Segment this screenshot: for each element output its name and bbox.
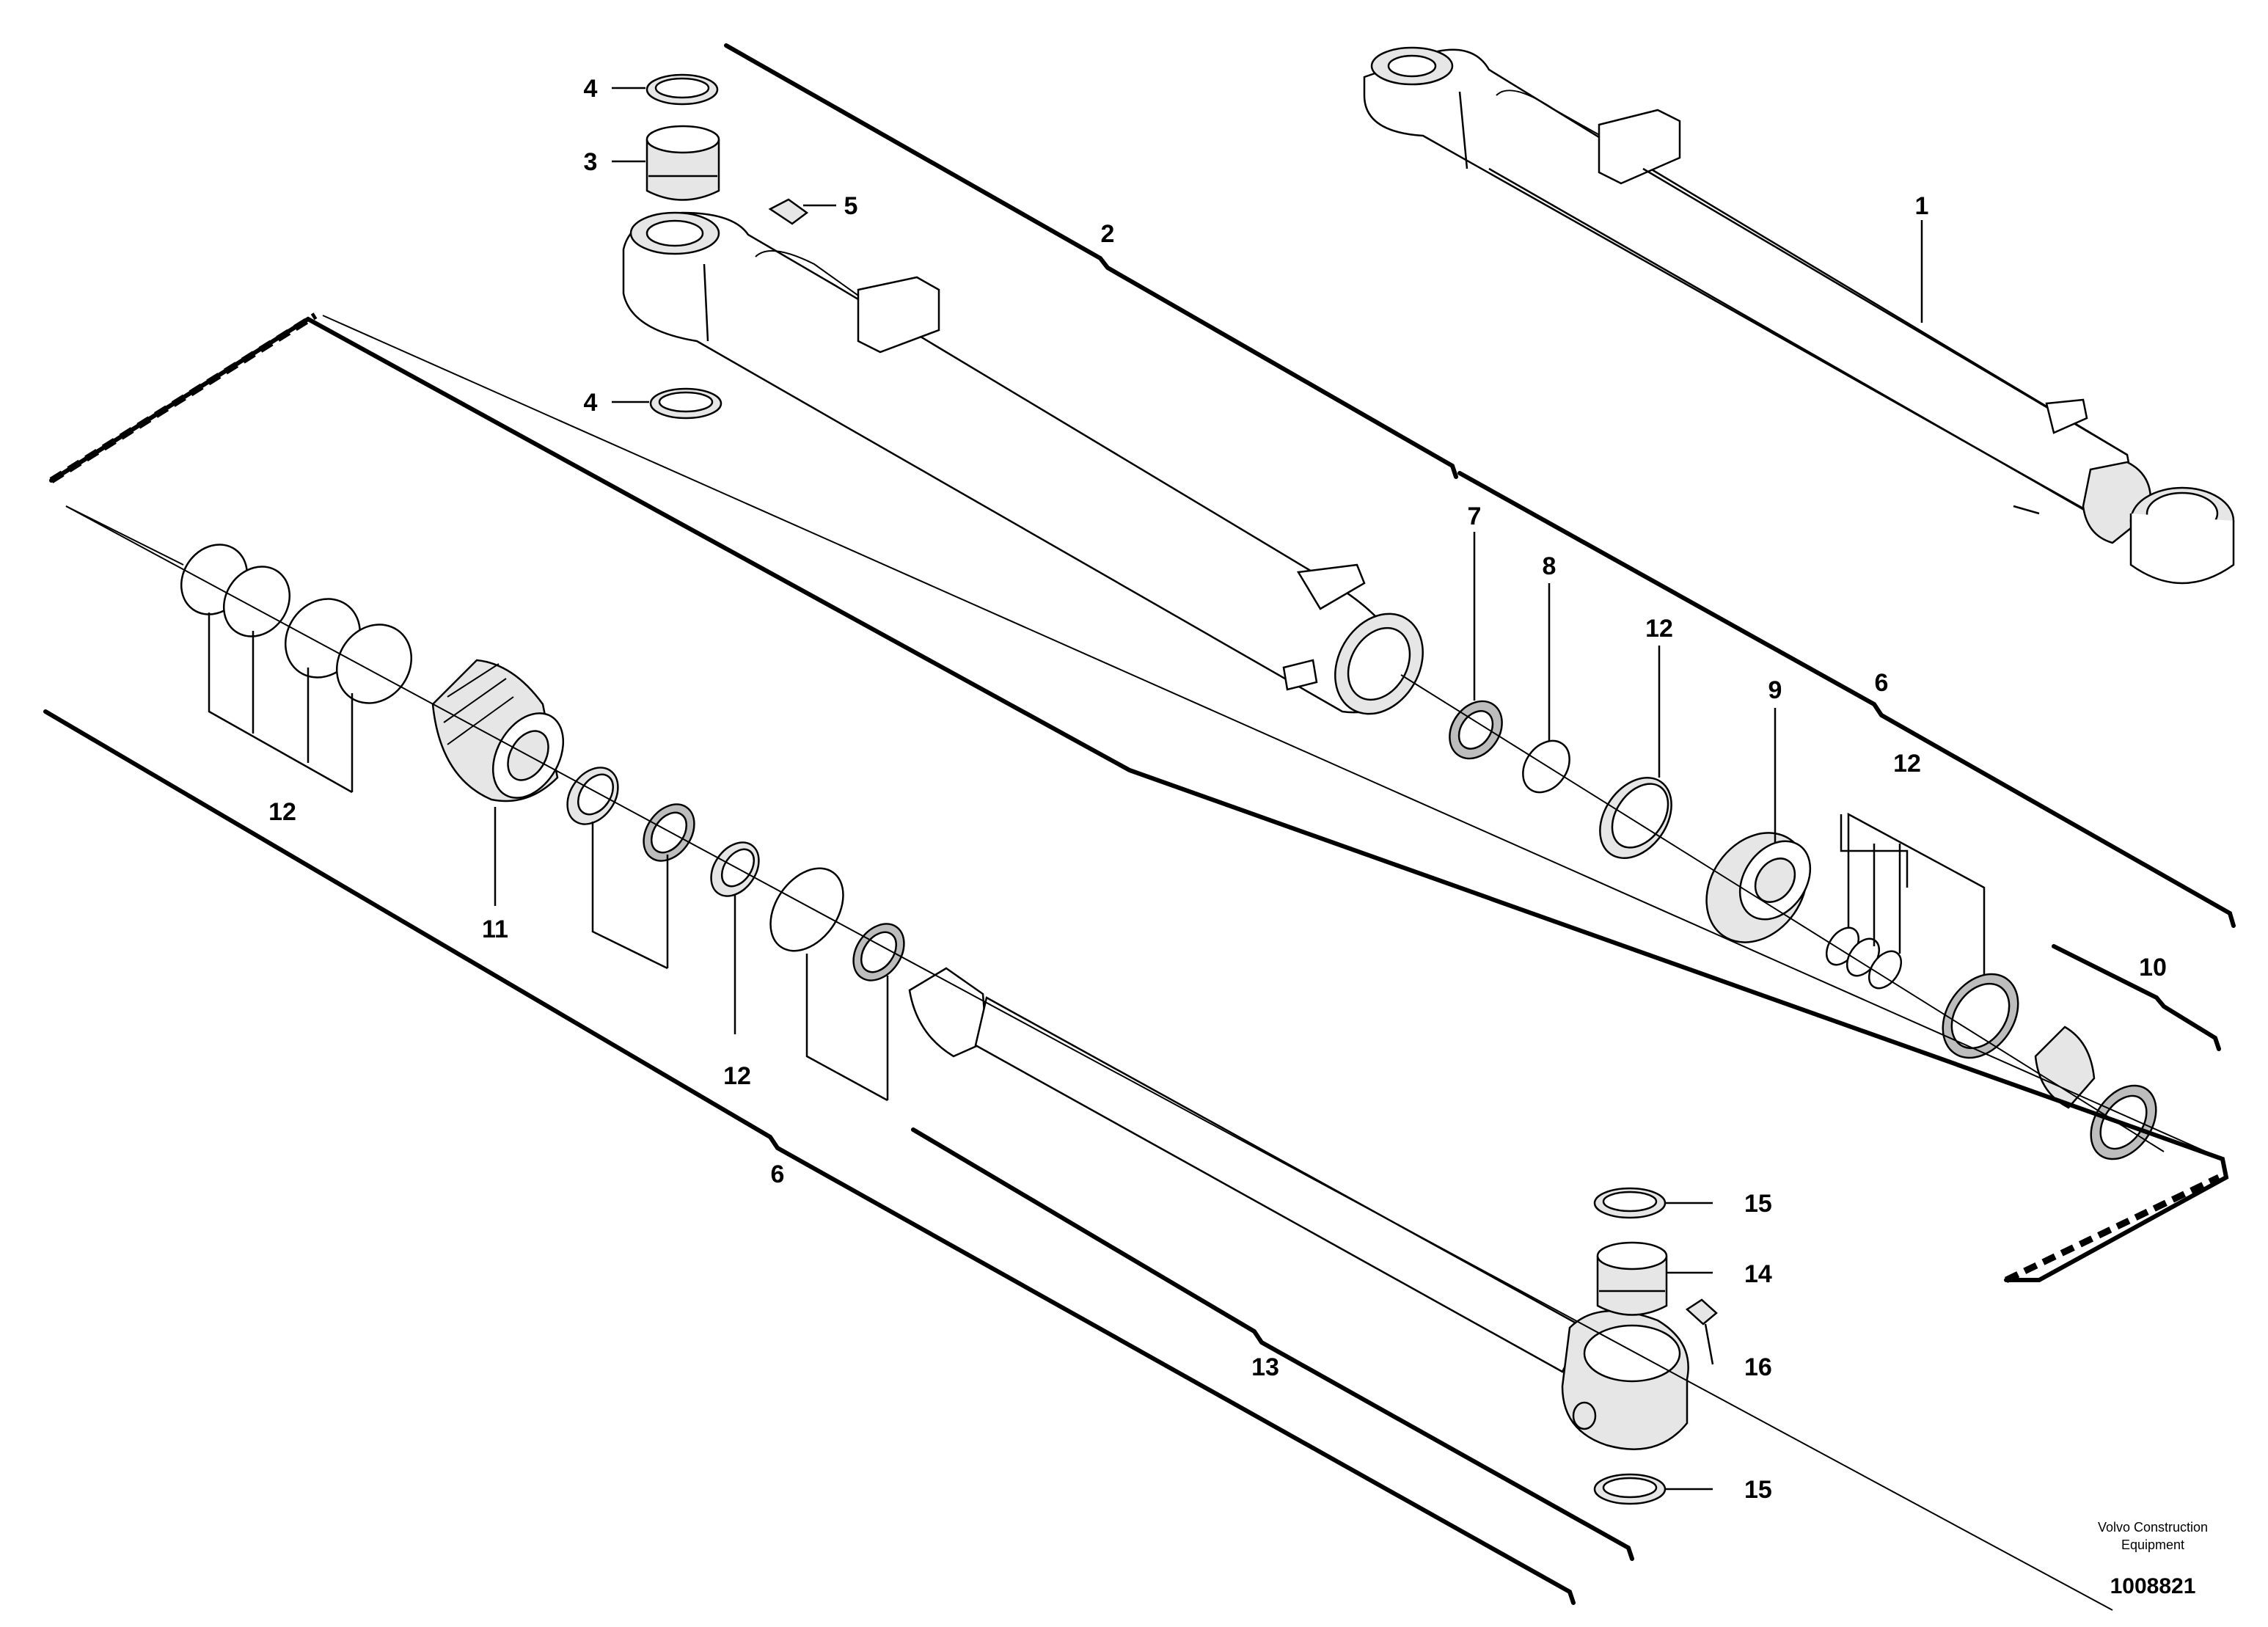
piston-rod-13	[908, 967, 1689, 1450]
document-number: 1008821	[2110, 1574, 2196, 1598]
piston-9	[1705, 832, 1812, 943]
leader-lines	[208, 87, 1986, 1491]
guide-seals-12-center	[566, 767, 905, 981]
callout-11: 11	[482, 915, 508, 943]
callout-1: 1	[1915, 192, 1929, 220]
axis-lines	[65, 315, 2223, 1611]
callout-15-bottom: 15	[1744, 1476, 1772, 1504]
seal-ring-12-a	[1599, 777, 1672, 859]
wear-ring-7	[1449, 700, 1503, 760]
callout-5: 5	[844, 192, 858, 220]
callout-12-a: 12	[1645, 615, 1673, 643]
callout-16: 16	[1744, 1353, 1772, 1381]
bracket-lines	[43, 43, 2236, 1605]
callout-8: 8	[1543, 552, 1556, 580]
seal-rings-12-left	[180, 544, 413, 704]
footer: Volvo Construction Equipment 1008821	[2098, 1520, 2208, 1598]
seal-ring-15-bottom	[1593, 1473, 1667, 1505]
callout-12-d: 12	[723, 1062, 751, 1090]
callout-15-top: 15	[1744, 1190, 1772, 1218]
callout-4-lower: 4	[584, 389, 598, 417]
callout-3: 3	[584, 148, 598, 176]
callout-14: 14	[1744, 1260, 1772, 1288]
callout-12-b: 12	[1893, 750, 1921, 778]
seal-ring-4-lower	[649, 387, 723, 420]
seal-ring-15-top	[1593, 1187, 1667, 1219]
bushing-3	[645, 125, 720, 201]
grease-nipple-5	[768, 198, 809, 225]
callout-13: 13	[1251, 1353, 1279, 1381]
callout-7: 7	[1468, 502, 1482, 530]
callout-2: 2	[1101, 220, 1115, 248]
bushing-14	[1596, 1241, 1668, 1316]
callout-12-c: 12	[268, 798, 296, 826]
cylinder-barrel	[622, 211, 1424, 715]
cylinder-head-11	[431, 659, 565, 802]
lock-washer-8	[1522, 739, 1570, 794]
callout-6-right: 6	[1875, 669, 1889, 697]
company-name-line-1: Volvo Construction	[2098, 1520, 2208, 1535]
company-name-line-2: Equipment	[2121, 1538, 2184, 1552]
complete-cylinder-assembly	[1363, 46, 2235, 585]
seal-ring-4-top	[645, 73, 719, 106]
callout-labels: 1 2 3 4 4 5 6 6 7 8 9 10 11 12 12 12 12 …	[268, 75, 2167, 1504]
grease-nipple-16	[1685, 1298, 1718, 1326]
callout-9: 9	[1768, 676, 1782, 704]
callout-4-top: 4	[584, 75, 598, 103]
callout-6-left: 6	[771, 1160, 785, 1188]
callout-10: 10	[2139, 954, 2167, 981]
